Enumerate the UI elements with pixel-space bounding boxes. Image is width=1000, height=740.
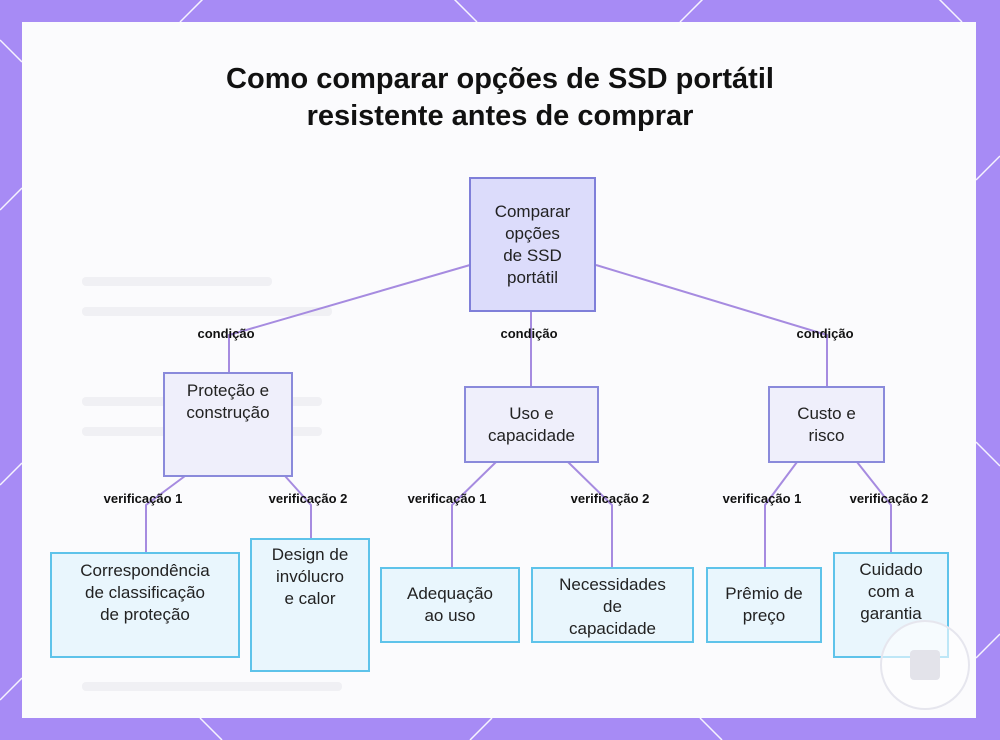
edge-root-to-custo bbox=[595, 264, 828, 386]
edge-label-condicao: condição bbox=[796, 326, 854, 341]
root-node: Comparar opções de SSD portátil bbox=[469, 177, 596, 312]
branch-node-uso: Uso e capacidade bbox=[464, 386, 599, 463]
edge-label-verificacao: verificação 1 bbox=[407, 491, 487, 506]
edge-custo-to-premio bbox=[764, 461, 798, 567]
branch-node-label: Custo e risco bbox=[797, 403, 856, 445]
leaf-node-label: Prêmio de preço bbox=[725, 584, 803, 625]
branch-node-label: Uso e capacidade bbox=[488, 403, 575, 445]
title-line-1: Como comparar opções de SSD portátil bbox=[226, 63, 774, 95]
edge-uso-to-necessidades bbox=[567, 461, 613, 567]
edge-label-verificacao: verificação 1 bbox=[722, 491, 802, 506]
watermark-badge bbox=[880, 620, 970, 710]
edge-label-condicao: condição bbox=[500, 326, 558, 341]
leaf-node-correspondencia: Correspondência de classificação de prot… bbox=[50, 552, 240, 658]
edge-uso-to-adequacao bbox=[451, 461, 497, 567]
edge-label-verificacao: verificação 2 bbox=[849, 491, 929, 506]
branch-node-protecao: Proteção e construção bbox=[163, 372, 293, 477]
edge-protecao-to-correspondencia bbox=[145, 475, 186, 552]
diagram-title: Como comparar opções de SSD portátil res… bbox=[0, 61, 1000, 135]
leaf-node-design: Design de invólucro e calor bbox=[250, 538, 370, 672]
edge-custo-to-cuidado bbox=[856, 461, 892, 552]
leaf-node-cuidado: Cuidado com a garantia bbox=[833, 552, 949, 658]
leaf-node-label: Design de invólucro e calor bbox=[271, 545, 349, 608]
branch-node-custo: Custo e risco bbox=[768, 386, 885, 463]
root-node-label: Comparar opções de SSD portátil bbox=[494, 201, 571, 287]
leaf-node-premio: Prêmio de preço bbox=[706, 567, 822, 643]
title-line-2: resistente antes de comprar bbox=[306, 100, 694, 132]
watermark-badge-icon bbox=[910, 650, 940, 680]
leaf-node-necessidades: Necessidades de capacidade bbox=[531, 567, 694, 643]
leaf-node-label: Correspondência de classificação de prot… bbox=[80, 561, 210, 624]
background-ghost-line bbox=[82, 307, 332, 316]
edge-root-to-protecao bbox=[228, 264, 471, 372]
edge-label-verificacao: verificação 2 bbox=[570, 491, 650, 506]
branch-node-label: Proteção e construção bbox=[186, 381, 270, 422]
edge-protecao-to-design bbox=[284, 475, 312, 538]
leaf-node-label: Adequação ao uso bbox=[406, 584, 494, 625]
edge-label-verificacao: verificação 1 bbox=[103, 491, 183, 506]
edge-label-verificacao: verificação 2 bbox=[268, 491, 348, 506]
background-ghost-line bbox=[82, 682, 342, 691]
background-ghost-line bbox=[82, 277, 272, 286]
edge-label-condicao: condição bbox=[197, 326, 255, 341]
leaf-node-label: Cuidado com a garantia bbox=[859, 560, 923, 623]
leaf-node-label: Necessidades de capacidade bbox=[559, 575, 666, 638]
leaf-node-adequacao: Adequação ao uso bbox=[380, 567, 520, 643]
